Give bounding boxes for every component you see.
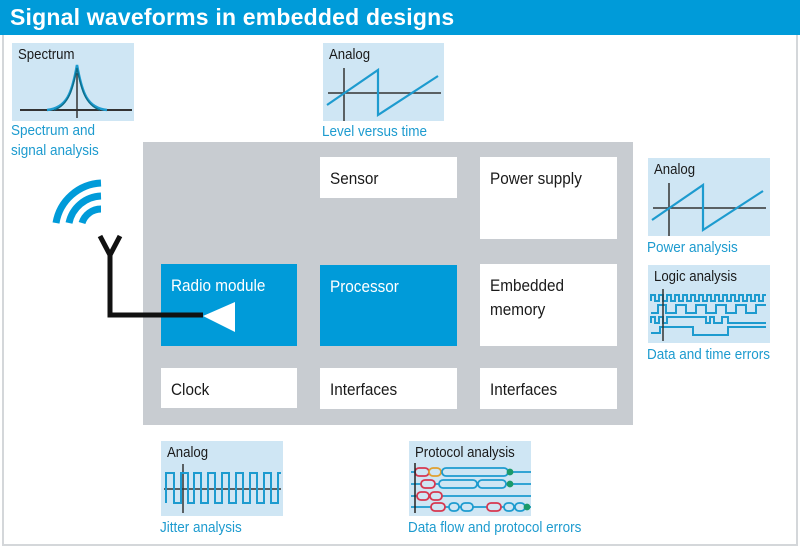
block-label: Interfaces [330, 380, 398, 399]
thumbnail-label: Logic analysis [654, 268, 737, 285]
digital-traces-icon [650, 289, 766, 341]
caption-line: Data and time errors [647, 346, 771, 363]
diagram-title: Signal waveforms in embedded designs [10, 4, 455, 30]
level-thumbnail: Analog [323, 43, 444, 121]
logic-thumbnail: Logic analysis [648, 265, 770, 343]
level-caption: Level versus time [322, 122, 427, 142]
caption-line: signal analysis [11, 142, 99, 159]
block-label: Embedded memory [490, 276, 565, 319]
spectrum-waveform-icon [20, 64, 132, 118]
power-thumbnail: Analog [648, 158, 770, 236]
protocol-bus-icon [411, 463, 531, 513]
caption-line: Jitter analysis [160, 519, 242, 536]
block-radio-module: Radio module [161, 264, 297, 346]
jitter-thumbnail: Analog [161, 441, 283, 516]
protocol-thumbnail: Protocol analysis [409, 441, 531, 516]
block-label: Interfaces [490, 380, 558, 399]
thumbnail-label: Spectrum [18, 46, 75, 63]
caption-line: Level versus time [322, 123, 428, 140]
block-power-supply: Power supply [480, 157, 617, 239]
power-caption: Power analysis [647, 238, 738, 258]
block-label: Clock [171, 380, 210, 399]
thumbnail-label: Analog [167, 444, 209, 461]
block-processor: Processor [320, 265, 457, 346]
protocol-caption: Data flow and protocol errors [408, 518, 581, 538]
sawtooth-waveform-icon [326, 67, 441, 121]
thumbnail-label: Protocol analysis [415, 444, 515, 461]
block-label: Processor [330, 277, 399, 296]
block-interfaces-2: Interfaces [480, 368, 617, 409]
sawtooth-waveform-icon [651, 182, 766, 236]
thumbnail-label: Analog [329, 46, 371, 63]
spectrum-thumbnail: Spectrum [12, 43, 134, 121]
logic-caption: Data and time errors [647, 345, 770, 365]
block-sensor: Sensor [320, 157, 457, 198]
spectrum-caption: Spectrum and signal analysis [11, 121, 99, 161]
block-clock: Clock [161, 368, 297, 408]
caption-line: Power analysis [647, 239, 738, 256]
block-label: Sensor [330, 169, 379, 188]
caption-line: Data flow and protocol errors [408, 519, 582, 536]
block-label: Radio module [171, 276, 266, 295]
caption-line: Spectrum and [11, 122, 96, 139]
jitter-caption: Jitter analysis [160, 518, 242, 538]
block-label: Power supply [490, 169, 582, 188]
block-embedded-memory: Embedded memory [480, 264, 617, 346]
square-wave-icon [164, 464, 281, 513]
title-bar: Signal waveforms in embedded designs [0, 0, 800, 35]
thumbnail-label: Analog [654, 161, 696, 178]
block-interfaces-1: Interfaces [320, 368, 457, 409]
